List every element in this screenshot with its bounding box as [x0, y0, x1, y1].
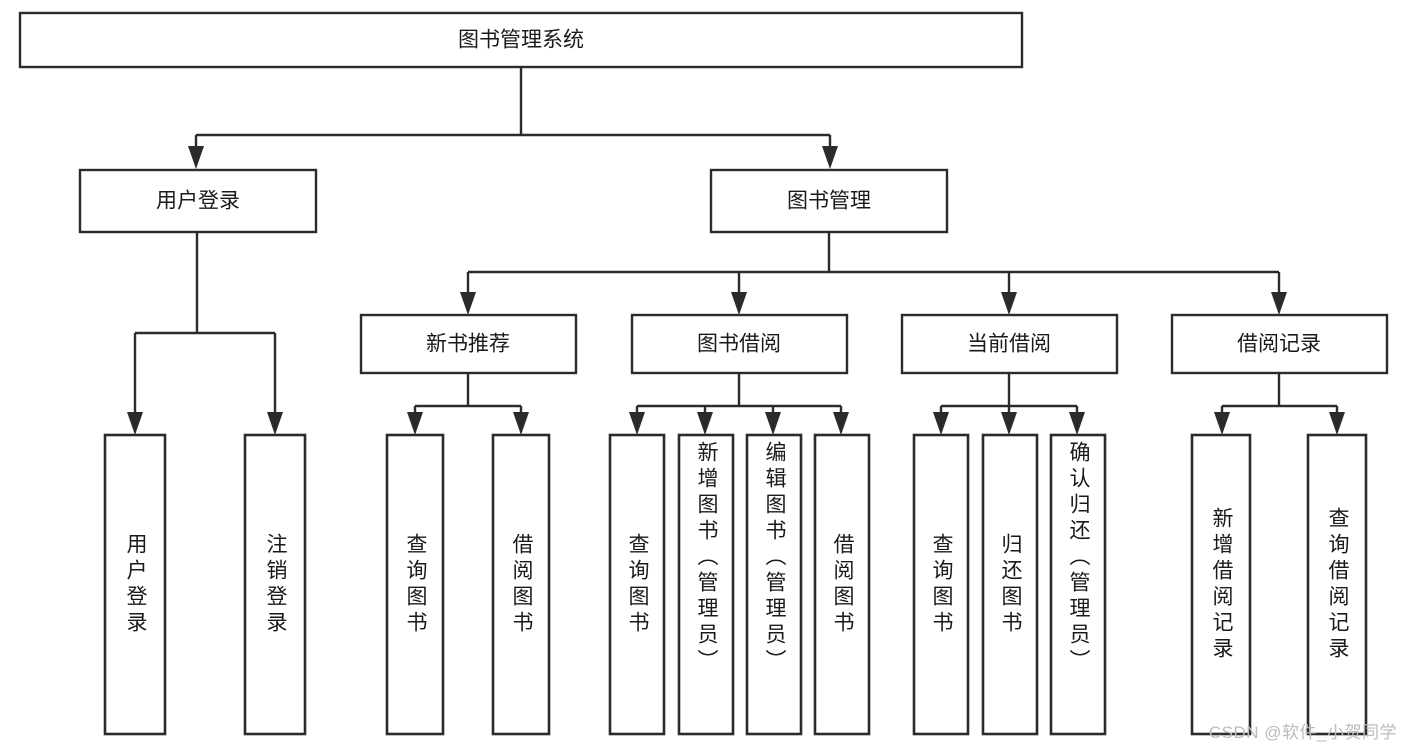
node-book-management[interactable] — [709, 168, 949, 234]
node-current-borrow[interactable] — [900, 313, 1119, 375]
leaf-box-borrow-book-1[interactable] — [491, 433, 551, 736]
connector-newbook-to-leaves — [407, 373, 529, 435]
leaf-box-query-book-3[interactable] — [912, 433, 970, 736]
connector-userlogin-to-leaves — [127, 232, 283, 435]
node-book-borrow-label: 图书借阅 — [697, 333, 781, 356]
node-borrow-record-label: 借阅记录 — [1237, 333, 1321, 356]
node-root-system[interactable] — [18, 11, 1024, 69]
leaf-box-return-book[interactable] — [981, 433, 1039, 736]
node-root-system-label: 图书管理系统 — [458, 29, 584, 52]
leaf-box-query-book-2[interactable] — [608, 433, 666, 736]
leaf-box-user-login[interactable] — [103, 433, 167, 736]
leaf-box-logout-login[interactable] — [243, 433, 307, 736]
node-current-borrow-label: 当前借阅 — [967, 333, 1051, 356]
node-book-management-label: 图书管理 — [787, 190, 871, 213]
node-new-book-recommend[interactable] — [359, 313, 578, 375]
leaf-box-query-book-1[interactable] — [385, 433, 445, 736]
connector-bookmgmt-to-level3 — [460, 232, 1287, 315]
node-book-borrow[interactable] — [630, 313, 849, 375]
connector-currentborrow-to-leaves — [933, 373, 1085, 435]
leaf-box-add-borrow-record[interactable] — [1190, 433, 1252, 736]
connector-borrowrecord-to-leaves — [1214, 373, 1345, 435]
connector-root-to-level2 — [188, 67, 838, 169]
csdn-watermark: CSDN @软件_小贺同学 — [1208, 723, 1397, 742]
node-new-book-recommend-label: 新书推荐 — [426, 333, 510, 356]
node-user-login-label: 用户登录 — [156, 190, 240, 213]
leaf-box-query-borrow-record[interactable] — [1306, 433, 1368, 736]
connector-bookborrow-to-leaves — [629, 373, 849, 435]
node-user-login[interactable] — [78, 168, 318, 234]
leaf-box-confirm-return-admin[interactable] — [1049, 433, 1107, 736]
leaf-box-edit-book-admin[interactable] — [745, 433, 803, 736]
leaf-box-add-book-admin[interactable] — [677, 433, 735, 736]
leaf-box-borrow-book-2[interactable] — [813, 433, 871, 736]
node-borrow-record[interactable] — [1170, 313, 1389, 375]
